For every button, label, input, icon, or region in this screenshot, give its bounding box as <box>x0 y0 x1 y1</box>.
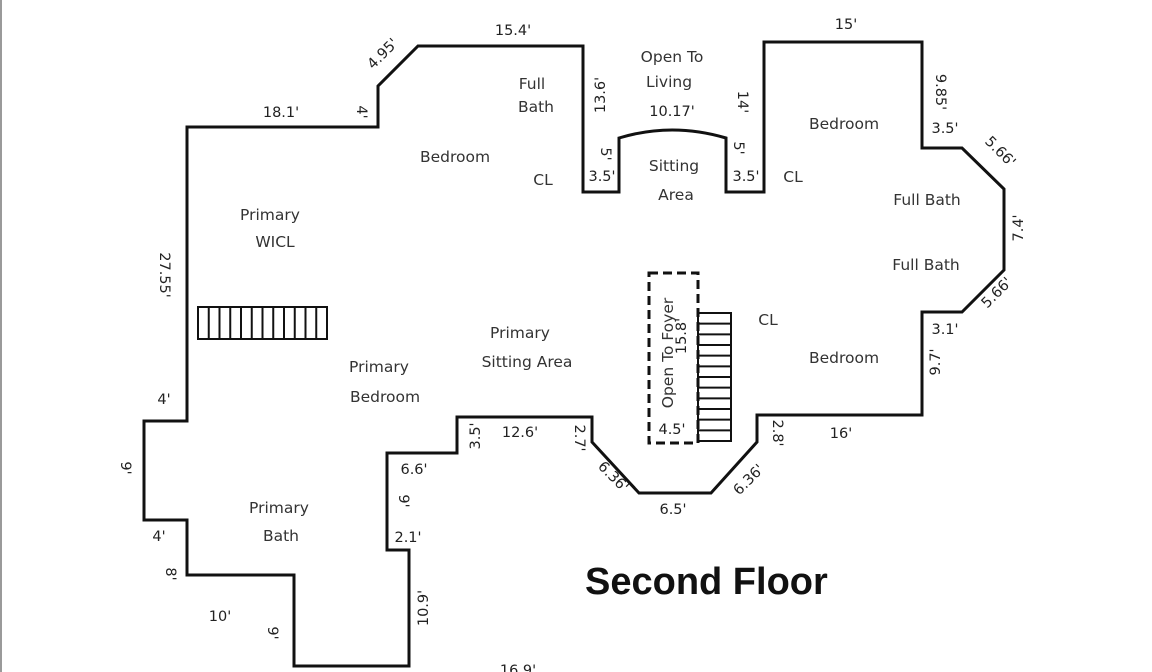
dim-3-1: 3.1' <box>931 322 958 338</box>
dim-4-left: 4' <box>157 392 170 408</box>
page-border <box>0 0 2 672</box>
room-label-full-bath-n-1: Full <box>519 75 546 93</box>
dim-15: 15' <box>835 17 857 33</box>
room-label-full-bath-n-2: Bath <box>518 98 554 116</box>
dim-3-5-right: 3.5' <box>732 169 759 185</box>
room-label-primary-sitting-1: Primary <box>490 324 550 342</box>
dim-5-66-top: 5.66' <box>981 134 1018 171</box>
dim-4-lower: 4' <box>152 529 165 545</box>
dim-3-5-left: 3.5' <box>588 169 615 185</box>
room-label-primary-bedroom-2: Bedroom <box>350 388 420 406</box>
room-label-open-to-foyer: Open To Foyer <box>659 297 677 408</box>
floor-title: Second Floor <box>585 561 828 603</box>
dim-10-9: 10.9' <box>416 590 432 626</box>
room-label-primary-bedroom-1: Primary <box>349 358 409 376</box>
dim-5-left: 5' <box>597 147 613 160</box>
room-label-primary-bath-1: Primary <box>249 499 309 517</box>
dim-2-1: 2.1' <box>394 530 421 546</box>
dim-9-bottom: 9' <box>264 626 280 639</box>
dim-13-6: 13.6' <box>593 77 609 113</box>
room-label-open-to-living-1: Open To <box>641 48 704 66</box>
room-label-bedroom-e: Bedroom <box>809 349 879 367</box>
room-label-primary-sitting-2: Sitting Area <box>482 353 573 371</box>
dim-3-5-ne: 3.5' <box>931 121 958 137</box>
open-to-foyer-outline <box>647 271 700 445</box>
dim-3-5-mid: 3.5' <box>468 422 484 449</box>
dim-6-5: 6.5' <box>659 502 686 518</box>
room-label-primary-wicl-2: WICL <box>255 233 295 251</box>
room-label-primary-bath-2: Bath <box>263 527 299 545</box>
room-label-full-bath-e2: Full Bath <box>892 256 959 274</box>
foyer-staircase <box>697 312 732 442</box>
room-label-cl-n-right: CL <box>783 168 803 186</box>
room-label-cl-n-left: CL <box>533 171 553 189</box>
dim-8: 8' <box>162 567 178 580</box>
dim-7-4: 7.4' <box>1011 214 1027 241</box>
dim-4-5: 4.5' <box>658 422 685 438</box>
room-label-bedroom-ne: Bedroom <box>809 115 879 133</box>
dim-15-4: 15.4' <box>495 23 531 39</box>
dim-2-8: 2.8' <box>769 419 785 446</box>
dim-12-6: 12.6' <box>502 425 538 441</box>
room-label-bedroom-nw: Bedroom <box>420 148 490 166</box>
dim-10: 10' <box>209 609 231 625</box>
dim-10-17: 10.17' <box>649 104 695 120</box>
dim-16-9: 16.9' <box>500 663 536 672</box>
room-label-sitting-area-1: Sitting <box>649 157 699 175</box>
room-label-cl-e: CL <box>758 311 778 329</box>
dim-4-top: 4' <box>353 105 369 118</box>
room-label-open-to-living-2: Living <box>646 73 692 91</box>
dim-2-7: 2.7' <box>571 424 587 451</box>
dim-5-66-bottom: 5.66' <box>979 275 1016 312</box>
primary-staircase <box>197 306 328 340</box>
dim-18-1: 18.1' <box>263 105 299 121</box>
dim-16: 16' <box>830 426 852 442</box>
dim-9-left: 9' <box>117 461 133 474</box>
dim-14: 14' <box>734 91 750 113</box>
room-label-primary-wicl-1: Primary <box>240 206 300 224</box>
room-label-sitting-area-2: Area <box>658 186 694 204</box>
dim-5-right: 5' <box>730 141 746 154</box>
room-label-full-bath-e1: Full Bath <box>893 191 960 209</box>
dim-9-mid: 9' <box>395 494 411 507</box>
dim-6-6: 6.6' <box>400 462 427 478</box>
dim-9-7: 9.7' <box>928 348 944 375</box>
dim-27-55: 27.55' <box>156 252 172 298</box>
dim-15-8: 15.8' <box>674 318 690 354</box>
dim-9-85: 9.85' <box>932 74 948 110</box>
exterior-wall <box>142 40 1006 668</box>
